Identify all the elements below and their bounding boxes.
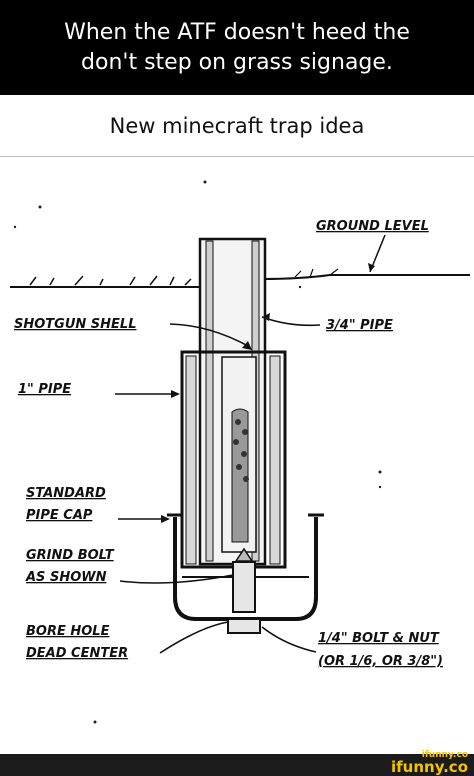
meme-caption: When the ATF doesn't heed the don't step… [0, 0, 474, 95]
label-bolt-alt: (OR 1/6, OR 3/8") [318, 654, 443, 669]
divider [0, 156, 474, 157]
label-pipe-cap: PIPE CAP [26, 508, 93, 523]
arrowheads [161, 313, 270, 523]
label-standard: STANDARD [26, 486, 106, 501]
ifunny-watermark: ifunny.co ifunny.co [391, 751, 468, 775]
label-1-pipe: 1" PIPE [18, 382, 71, 397]
caption-line-1: When the ATF doesn't heed the [64, 19, 410, 45]
label-ground-level: GROUND LEVEL [316, 219, 429, 234]
post-title: New minecraft trap idea [0, 95, 474, 157]
label-grind-bolt: GRIND BOLT [26, 548, 115, 563]
label-3-4-pipe: 3/4" PIPE [326, 318, 393, 333]
watermark-small: ifunny.co [421, 750, 468, 760]
footer-bar: ifunny.co ifunny.co [0, 751, 474, 776]
ground-line [10, 268, 470, 288]
label-shotgun-shell: SHOTGUN SHELL [14, 317, 136, 332]
label-bore-hole: BORE HOLE [26, 624, 110, 639]
label-dead-center: DEAD CENTER [26, 646, 128, 661]
print-speckles [13, 180, 382, 724]
watermark-large: ifunny.co [391, 758, 468, 776]
trap-diagram: GROUND LEVEL SHOTGUN SHELL 3/4" PIPE 1" … [0, 157, 474, 754]
caption-line-2: don't step on grass signage. [81, 49, 393, 75]
bolt [227, 547, 261, 634]
shotgun-shell [221, 356, 257, 553]
label-bolt-nut: 1/4" BOLT & NUT [318, 631, 440, 646]
label-as-shown: AS SHOWN [25, 570, 107, 585]
